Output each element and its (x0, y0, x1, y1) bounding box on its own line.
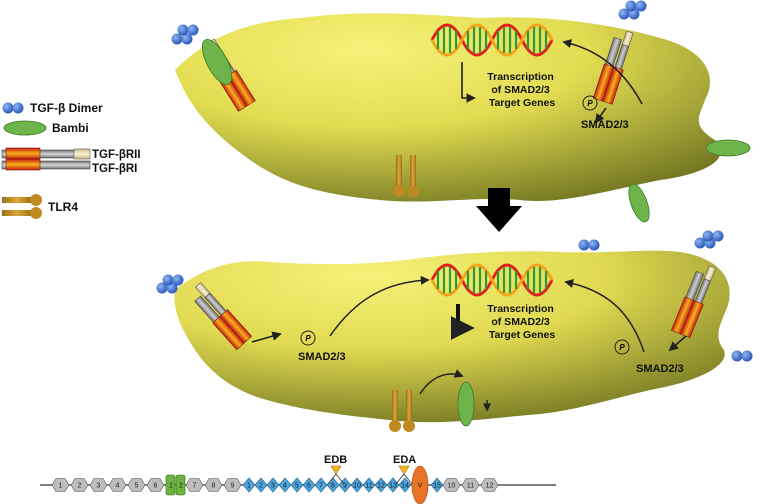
exon-label-11: 9 (231, 483, 235, 490)
bottom-left-smad-label: SMAD2/3 (298, 351, 346, 363)
bottom-cell-body (174, 250, 730, 423)
bottom-right-phospho-circle (614, 339, 630, 355)
top-cell-body (175, 13, 721, 202)
top-bambi-free-bottom (628, 183, 650, 223)
transition-down-arrow (476, 188, 522, 232)
tlr4-to-bambi-arrow (419, 369, 464, 395)
exon-label-28: 10 (448, 483, 456, 490)
top-left-dimer (171, 24, 199, 45)
exon-hex-29 (461, 478, 480, 492)
exon-label-21: 10 (353, 483, 361, 490)
exon-rect-7 (165, 474, 176, 496)
exon-hex-6 (146, 478, 165, 492)
exon-label-5: 5 (135, 483, 139, 490)
bottom-right-smad-to-dna-arrow (564, 279, 645, 353)
edb-label: EDB (324, 454, 347, 466)
exon-label-14: 3 (271, 483, 275, 490)
exon-hex-28 (442, 478, 461, 492)
bottom-left-smad-to-dna-arrow (329, 275, 430, 337)
legend-tlr4-label: TLR4 (48, 200, 78, 214)
exon-label-27: 15 (433, 483, 441, 490)
legend-tgf-ri-label: TGF-βRI (92, 163, 137, 175)
edb-marker (327, 465, 345, 485)
bottom-transcription-text: Transcription of SMAD2/3 Target Genes (487, 303, 556, 341)
exon-hex-10 (204, 478, 223, 492)
exon-hex-1 (51, 478, 70, 492)
exon-label-26: V (418, 483, 423, 490)
exon-diamond-25 (398, 477, 412, 493)
top-phospho-label: P (587, 99, 593, 108)
free-dimer-center (578, 239, 600, 251)
exon-hex-9 (185, 478, 204, 492)
top-bambi-free-right (705, 139, 751, 157)
top-receptor-to-smad-arrow (594, 107, 607, 124)
bottom-left-phospho-label: P (305, 334, 311, 343)
bottom-transcription-arrow (450, 304, 475, 340)
exon-label-29: 11 (467, 483, 474, 490)
exon-hex-2 (70, 478, 89, 492)
exon-label-10: 8 (212, 483, 216, 490)
exon-hex-5 (127, 478, 146, 492)
exon-hex-4 (108, 478, 127, 492)
bottom-cell: Transcription of SMAD2/3 Target Genes P … (156, 230, 730, 432)
exon-label-25: 14 (401, 483, 409, 490)
exon-label-18: 7 (319, 483, 323, 490)
exon-label-2: 2 (78, 483, 82, 490)
exon-label-15: 4 (283, 483, 287, 490)
exon-hex-30 (480, 478, 499, 492)
free-dimer-right (731, 350, 753, 362)
legend-bambi-label: Bambi (52, 121, 89, 135)
bottom-right-smad-label: SMAD2/3 (636, 363, 684, 375)
bottom-left-phospho-circle (300, 330, 316, 346)
exon-label-9: 7 (193, 483, 197, 490)
eda-label: EDA (393, 454, 416, 466)
legend-tlr4-icon (2, 194, 42, 219)
exon-label-3: 3 (97, 483, 101, 490)
exon-label-24: 13 (389, 483, 397, 490)
bottom-right-receptor-to-smad-arrow (668, 335, 687, 352)
exon-oval-26 (411, 465, 429, 504)
bottom-right-phospho-label: P (619, 343, 625, 352)
exon-label-22: 11 (365, 483, 372, 490)
exon-hex-11 (223, 478, 242, 492)
legend-bambi-icon (3, 120, 47, 136)
legend-dimer-icon (2, 102, 24, 114)
top-phospho-circle (582, 95, 598, 111)
exon-label-19: 8 (331, 483, 335, 490)
top-transcription-arrow (461, 62, 476, 103)
exon-label-8: 2 (179, 483, 183, 490)
top-cell: Transcription of SMAD2/3 Target Genes P … (171, 0, 751, 223)
exon-label-16: 5 (295, 483, 299, 490)
exon-label-30: 12 (486, 483, 494, 490)
exon-label-23: 12 (377, 483, 385, 490)
exon-hex-3 (89, 478, 108, 492)
top-bambi-membrane (201, 39, 233, 85)
exon-label-7: 1 (169, 483, 173, 490)
top-smad-label: SMAD2/3 (581, 119, 629, 131)
exon-label-20: 9 (343, 483, 347, 490)
exon-label-4: 4 (116, 483, 120, 490)
legend-receptor-icon (1, 147, 91, 171)
exon-label-13: 2 (259, 483, 263, 490)
top-transcription-text: Transcription of SMAD2/3 Target Genes (487, 71, 556, 109)
eda-marker (395, 465, 413, 485)
top-right-dimer (618, 0, 647, 20)
exon-label-6: 6 (154, 483, 158, 490)
legend-dimer-label: TGF-β Dimer (30, 101, 103, 115)
legend: TGF-β Dimer Bambi TGF-βRII TGF-βRI TLR4 (1, 101, 141, 219)
top-smad-to-dna-arrow (562, 39, 643, 105)
exon-label-12: 1 (247, 483, 251, 490)
bottom-receptor-to-smad-arrow (251, 331, 282, 343)
exon-label-1: 1 (59, 483, 63, 490)
bottom-right-dimer (694, 230, 724, 249)
bottom-bambi (457, 381, 475, 427)
exon-label-17: 6 (307, 483, 311, 490)
exon-rect-8 (175, 474, 186, 496)
legend-tgf-rii-label: TGF-βRII (92, 149, 141, 161)
